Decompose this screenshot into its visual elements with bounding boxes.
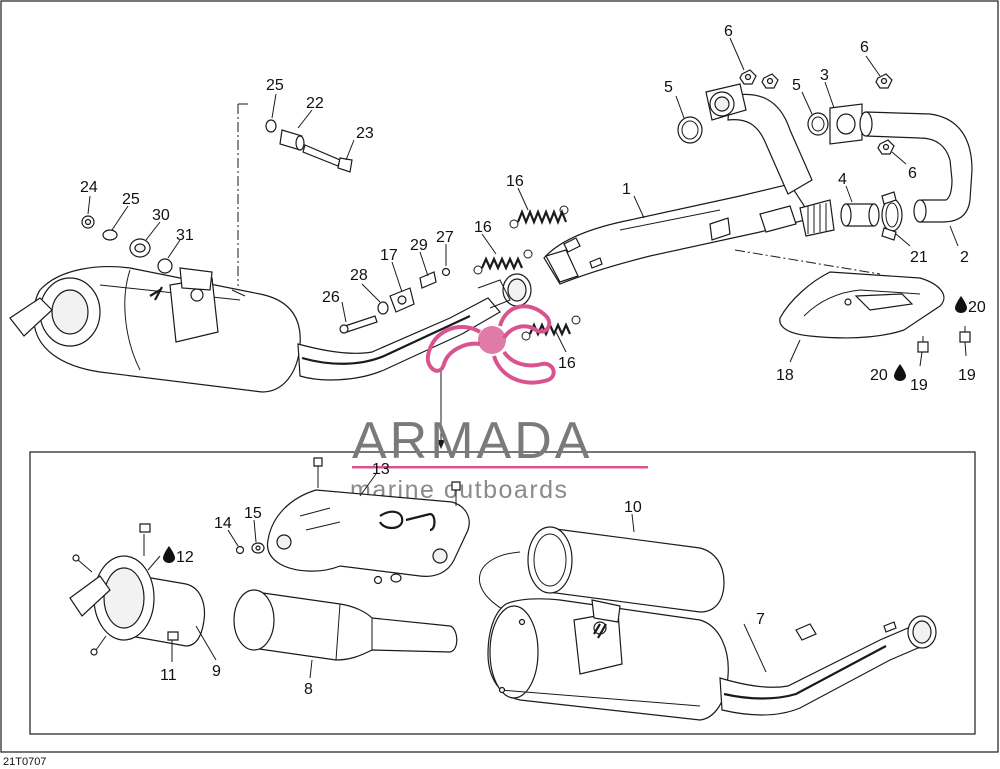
callout-5-right: 5 — [792, 77, 801, 94]
sleeve-4 — [840, 203, 880, 227]
nut-6-d — [877, 139, 895, 155]
callout-4: 4 — [838, 171, 847, 188]
callout-6-right-top: 6 — [860, 39, 869, 56]
callout-19-left: 19 — [910, 377, 928, 394]
callout-18: 18 — [776, 367, 794, 384]
callout-3: 3 — [820, 67, 829, 84]
inner-tube-8 — [233, 589, 458, 661]
callout-24: 24 — [80, 179, 98, 196]
callout-16-bottom: 16 — [558, 355, 576, 372]
callout-15: 15 — [244, 505, 262, 522]
spring-16-a — [509, 205, 569, 229]
callout-26: 26 — [322, 289, 340, 306]
detail-inset-box — [29, 451, 976, 735]
callout-21: 21 — [910, 249, 928, 266]
callout-31: 31 — [176, 227, 194, 244]
callout-22: 22 — [306, 95, 324, 112]
callout-8: 8 — [304, 681, 313, 698]
callout-6-top: 6 — [724, 23, 733, 40]
callout-9: 9 — [212, 663, 221, 680]
callout-16-top: 16 — [506, 173, 524, 190]
callout-10: 10 — [624, 499, 642, 516]
callout-16-middle: 16 — [474, 219, 492, 236]
watermark-rule — [352, 466, 648, 469]
inset-arrow — [437, 370, 445, 449]
propeller-logo — [425, 304, 556, 385]
leader-lines — [87, 37, 967, 679]
callout-27: 27 — [436, 229, 454, 246]
clamp-21 — [881, 191, 903, 241]
end-cap-9 — [69, 523, 206, 656]
callout-11: 11 — [160, 667, 177, 684]
bracket-hardware — [339, 267, 451, 334]
screw-19-b — [959, 326, 971, 343]
nut-6-c — [875, 73, 893, 89]
callout-7: 7 — [756, 611, 765, 628]
drop-icon — [163, 546, 175, 563]
flange-3 — [829, 103, 863, 145]
reference-code: 21T0707 — [3, 756, 46, 768]
callout-30: 30 — [152, 207, 170, 224]
gasket-5-left — [677, 116, 703, 144]
callout-29: 29 — [410, 237, 428, 254]
callout-23: 23 — [356, 125, 374, 142]
callout-14: 14 — [214, 515, 232, 532]
spring-16-b — [473, 249, 533, 275]
callout-1: 1 — [622, 181, 631, 198]
drop-icon — [894, 364, 906, 381]
callout-17: 17 — [380, 247, 398, 264]
callout-25-left: 25 — [122, 191, 140, 208]
outer-sleeve-10 — [527, 526, 725, 613]
drop-icon — [955, 296, 967, 313]
muffler-7 — [487, 598, 729, 721]
header-pipe-1 — [543, 183, 835, 285]
outer-frame — [0, 0, 999, 753]
callout-19-right: 19 — [958, 367, 976, 384]
callout-20-right: 20 — [968, 299, 986, 316]
nut-6-a — [739, 69, 757, 85]
callout-13: 13 — [372, 461, 390, 478]
heat-shield-18 — [734, 249, 945, 339]
tail-pipe-7 — [719, 615, 937, 716]
armada-watermark: ARMADA marine outboards — [350, 304, 648, 504]
callout-25-top: 25 — [266, 77, 284, 94]
pipe-2 — [859, 111, 973, 223]
callout-6-right-bottom: 6 — [908, 165, 917, 182]
heat-shield-13 — [266, 457, 470, 585]
washer-15 — [251, 542, 265, 554]
nut-6-b — [761, 73, 779, 89]
front-pipe-upper — [705, 83, 813, 195]
mount-hardware-upper — [237, 103, 353, 286]
callout-5-left: 5 — [664, 79, 673, 96]
callouts: 1 2 3 4 5 5 6 6 6 21 18 20 20 19 19 16 1… — [80, 23, 986, 698]
mount-washers-left — [81, 215, 173, 274]
callout-12: 12 — [176, 549, 194, 566]
tail-pipe-upper — [297, 273, 532, 381]
callout-20-left: 20 — [870, 367, 888, 384]
screw-19-a — [917, 336, 929, 353]
callout-28: 28 — [350, 267, 368, 284]
callout-2: 2 — [960, 249, 969, 266]
gasket-5-right — [807, 112, 829, 136]
screw-14 — [235, 545, 245, 555]
muffler-upper — [9, 266, 301, 393]
watermark-brand: ARMADA — [352, 412, 592, 470]
